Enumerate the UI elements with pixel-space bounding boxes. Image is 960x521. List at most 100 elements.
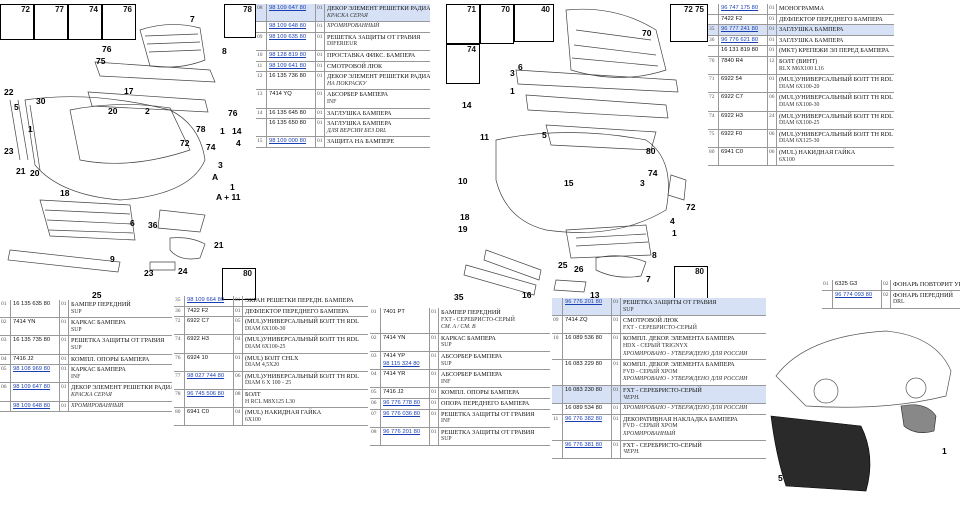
part-name: КАРКАС БАМПЕРА (71, 366, 126, 374)
part-reference-cell: 16 083 229 80 (562, 359, 612, 386)
part-number-link[interactable]: 96 776 036 80 (383, 410, 421, 417)
part-description-cell: (MKT) КРЕПЕЖИ ЭЛ ПЕРЕД БАМПЕРА (776, 45, 894, 57)
callout: 21 (214, 240, 224, 250)
part-number-link[interactable]: 98 115 324 80 (383, 360, 420, 367)
part-number: 6941 C0 (721, 148, 743, 155)
part-number-link[interactable]: 96 776 381 80 (565, 441, 603, 448)
part-detail: SUP (441, 342, 452, 349)
part-number-link[interactable]: 96 776 201 80 (565, 299, 603, 305)
part-detail: 6X100 (245, 416, 261, 423)
part-number-link[interactable]: 98 109 648 80 (269, 23, 307, 30)
part-number-link[interactable]: 96 776 382 80 (565, 415, 603, 422)
part-name: РЕШЕТКА ЗАЩИТЫ ОТ ГРАВИЯ (71, 337, 165, 345)
item-number (822, 290, 833, 309)
item-number: 14 (256, 108, 267, 120)
part-number-link[interactable]: 96 776 621 80 (721, 36, 759, 43)
part-description-cell: ФОНАРЬ ПОВТОРИТ УК (890, 280, 960, 291)
item-number: 11 (552, 414, 563, 441)
part-number-link[interactable]: 96 774 093 80 (835, 291, 873, 298)
part-detail: ХРОМИРОВАННЫЙ (71, 402, 124, 409)
part-description-cell: ЗАГЛУШКА БАМПЕРА (776, 24, 894, 36)
part-number-link[interactable]: 96 777 241 80 (721, 26, 759, 33)
part-reference-cell: 96 776 201 80 (380, 427, 430, 446)
quantity: 01 (429, 369, 439, 389)
quantity: 01 (315, 71, 325, 91)
quantity: 01 (429, 427, 439, 446)
part-reference-cell: 6941 C0 (718, 147, 768, 167)
quantity: 06 (767, 147, 777, 167)
part-reference-cell: 98 128 819 80 (266, 50, 316, 62)
part-detail: SUP (71, 326, 82, 333)
part-number: 7414 YN (13, 319, 36, 326)
part-number-link[interactable]: 98 109 647 80 (269, 5, 307, 11)
part-number-link[interactable]: 96 776 201 80 (383, 428, 421, 435)
part-number-link[interactable]: 98 109 648 80 (13, 402, 51, 409)
callout: A (212, 172, 218, 182)
part-number-link[interactable]: 98 128 819 80 (269, 51, 307, 58)
part-number-link[interactable]: 96 776 778 80 (383, 399, 421, 406)
item-number: 36 (174, 306, 185, 318)
callout: 18 (60, 188, 70, 198)
part-detail: ЧЕРН. (623, 394, 640, 401)
part-number-link[interactable]: 98 109 641 80 (269, 62, 307, 69)
part-name: ПРОСТАВКА ФИКС. БАМПЕРА (327, 51, 416, 59)
part-number-link[interactable]: 98 109 000 80 (269, 138, 307, 145)
part-number: 6325 G3 (835, 281, 858, 287)
quantity: 01 (315, 4, 325, 23)
part-reference-cell: 6922 H3 (184, 334, 234, 354)
item-number: 71 (708, 74, 719, 94)
part-number-link[interactable]: 96 745 506 80 (187, 390, 225, 397)
quantity: 01 (429, 398, 439, 410)
part-number-link[interactable]: 96 747 175 80 (721, 5, 759, 11)
part-number-link[interactable]: 98 108 969 80 (13, 366, 51, 373)
part-detail: DIAM 6X100-20 (779, 83, 820, 90)
callout: 6 (130, 218, 135, 228)
part-description-cell: ЭКРАН РЕШЕТКИ ПЕРЕДН. БАМПЕРА (242, 296, 368, 307)
part-detail: INF (327, 98, 337, 105)
item-number (256, 118, 267, 138)
part-name: КОМПЛ. ДЕКОР. ЭЛЕМЕНТА БАМПЕРА (623, 361, 735, 369)
part-number: 6922 H3 (721, 112, 743, 119)
item-number: 07 (370, 409, 381, 428)
part-reference-cell: 16 083 230 80 (562, 385, 612, 405)
part-detail: FVD - СЕРЫЙ ХРОМ (623, 423, 678, 430)
item-number (552, 298, 563, 317)
part-number-link[interactable]: 98 109 647 80 (13, 384, 51, 391)
thumb-70: 70 (480, 4, 514, 44)
part-name: (MUL)УНИВЕРСАЛЬНЫЙ БОЛТ TH RDL (779, 94, 893, 102)
thumb-77: 77 (34, 4, 68, 40)
part-number-link[interactable]: 98 027 744 80 (187, 372, 225, 379)
part-number-link[interactable]: 98 109 635 80 (269, 33, 307, 40)
quantity: 12 (767, 56, 777, 76)
part-name: ЗАГЛУШКА БАМПЕРА (779, 36, 844, 44)
callout: 8 (222, 46, 227, 56)
item-number (708, 45, 719, 57)
part-number-link[interactable]: 98 109 664 80 (187, 297, 225, 303)
part-name: ДЕКОР ЭЛЕМЕНТ РЕШЕТКИ РАДИАТ (327, 73, 430, 81)
callout: 35 (454, 292, 464, 302)
part-description-cell: ХРОМИРОВАННЫЙ (324, 21, 430, 33)
part-name: ДЕКОР ЭЛЕМЕНТ РЕШЕТКИ РАДИАТ (327, 5, 430, 12)
callout: 3 (510, 68, 515, 78)
